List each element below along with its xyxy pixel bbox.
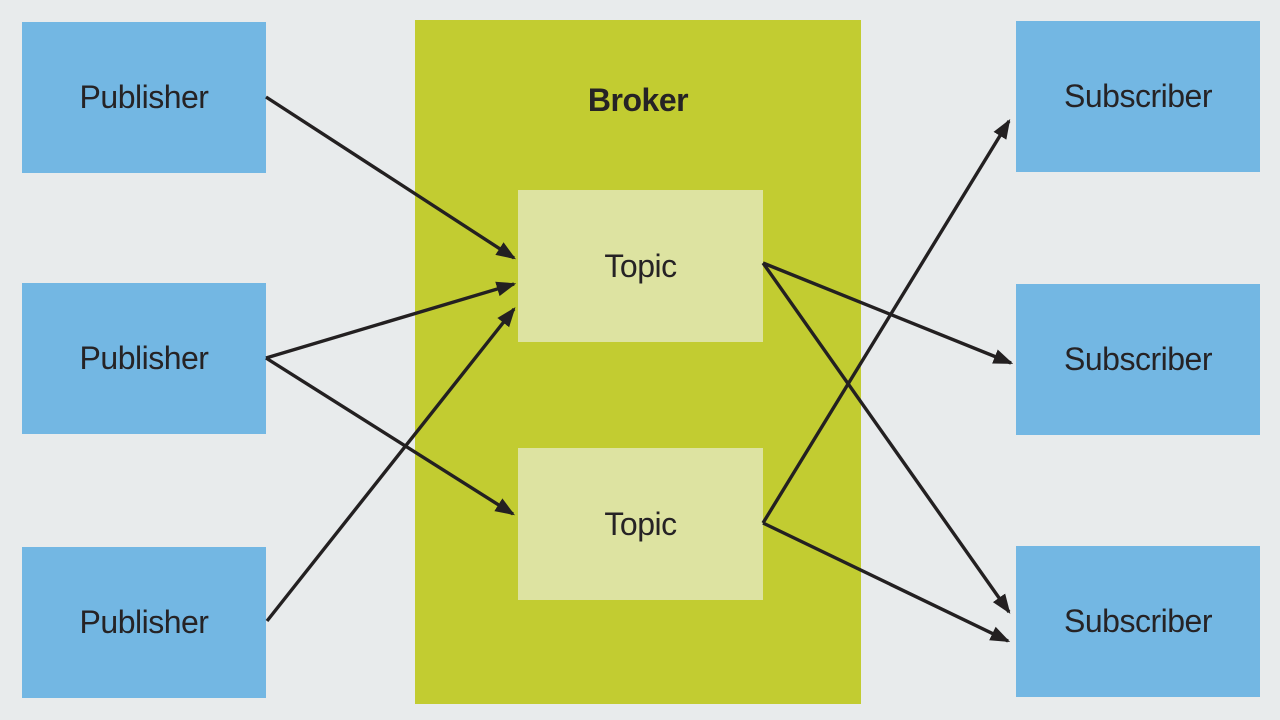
publisher-2-label: Publisher	[79, 340, 209, 376]
subscriber-1-label: Subscriber	[1064, 78, 1212, 114]
publisher-2-box: Publisher	[22, 283, 266, 434]
publisher-1-box: Publisher	[22, 22, 266, 173]
subscriber-2-label: Subscriber	[1064, 341, 1212, 377]
broker-box: Broker	[415, 20, 861, 704]
topic-2-box: Topic	[518, 448, 763, 600]
subscriber-3-box: Subscriber	[1016, 546, 1260, 697]
topic-2-label: Topic	[604, 505, 677, 542]
topic-1-label: Topic	[604, 247, 677, 284]
publisher-1-label: Publisher	[79, 79, 209, 115]
subscriber-1-box: Subscriber	[1016, 21, 1260, 172]
broker-label: Broker	[587, 82, 689, 118]
topic-1-box: Topic	[518, 190, 763, 342]
subscriber-3-label: Subscriber	[1064, 603, 1212, 639]
publisher-3-box: Publisher	[22, 547, 266, 698]
publisher-3-label: Publisher	[79, 604, 209, 640]
subscriber-2-box: Subscriber	[1016, 284, 1260, 435]
